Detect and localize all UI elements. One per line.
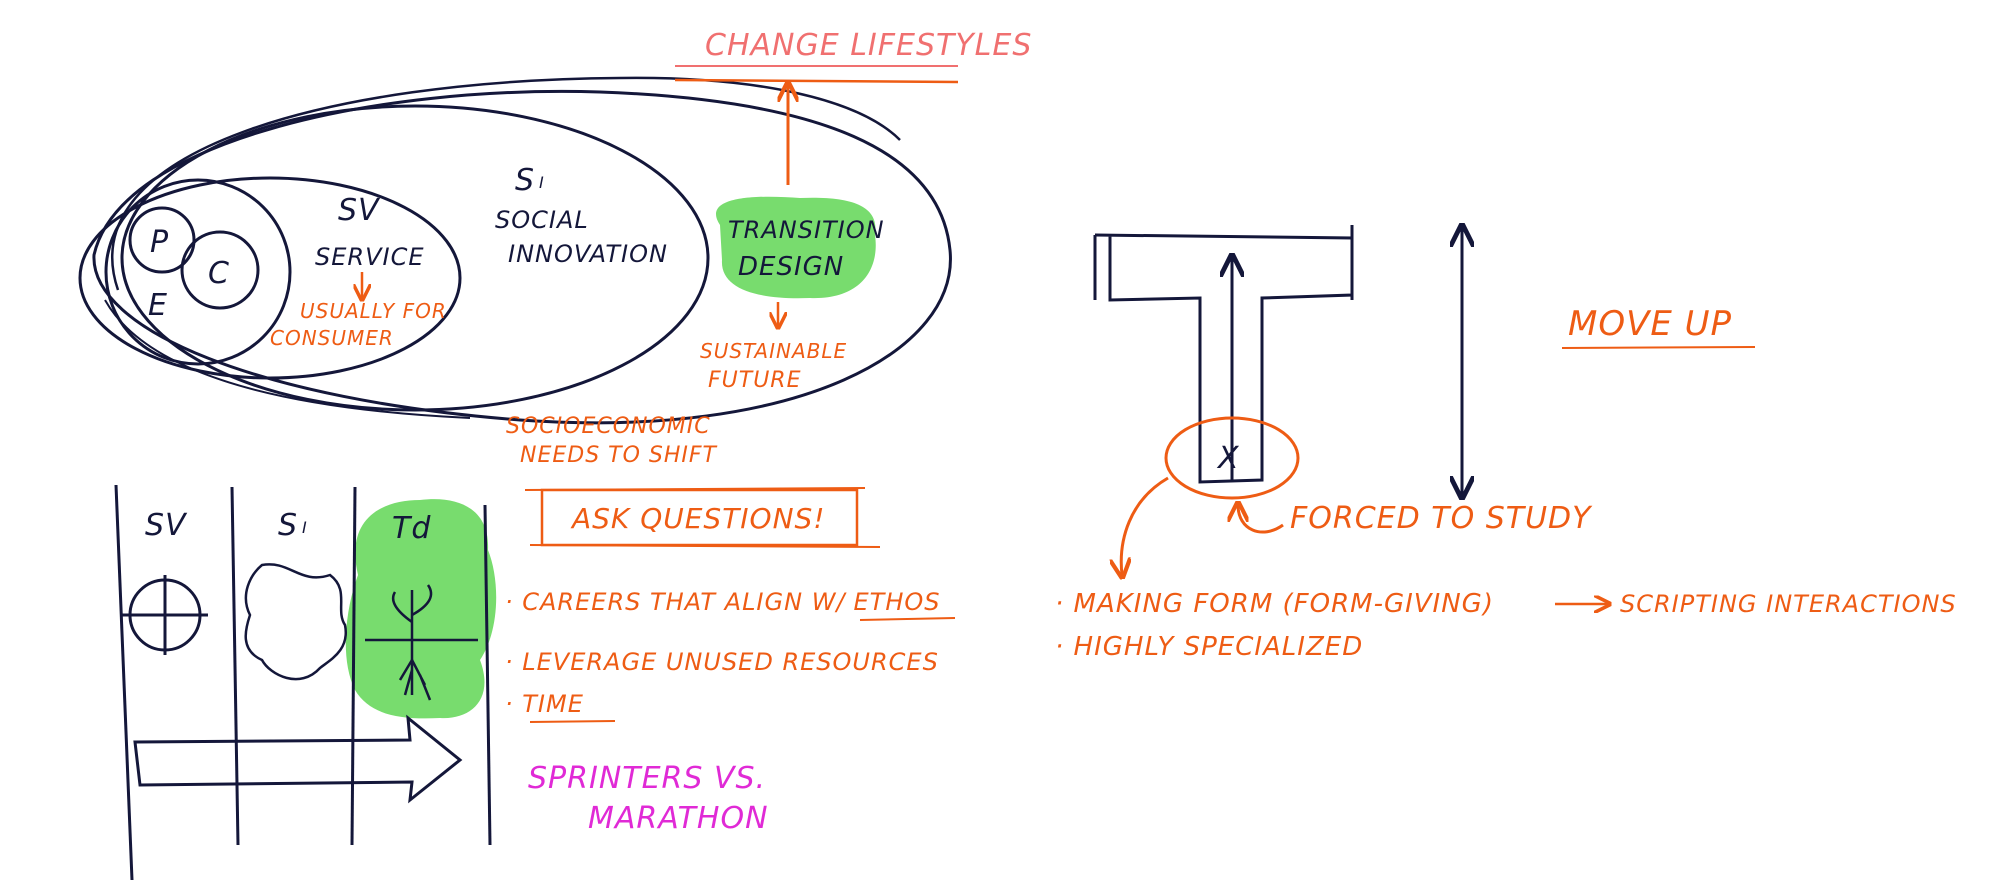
time-underline bbox=[530, 721, 615, 722]
socioeconomic-label: SOCIOECONOMIC bbox=[506, 414, 711, 439]
sprinters-label: SPRINTERS VS. bbox=[528, 761, 766, 796]
forced-to-study-label: FORCED TO STUDY bbox=[1290, 501, 1593, 536]
table-col-line-3 bbox=[352, 487, 355, 845]
making-form-label: · MAKING FORM (FORM-GIVING) bbox=[1055, 589, 1494, 619]
table-col-line-2 bbox=[232, 487, 238, 845]
needs-to-shift-label: NEEDS TO SHIFT bbox=[520, 443, 718, 468]
c-letter: C bbox=[208, 256, 230, 291]
usually-for-label: USUALLY FOR bbox=[300, 299, 447, 323]
design-label: DESIGN bbox=[738, 252, 844, 282]
col-td-header: Td bbox=[392, 511, 431, 546]
right-labels: X FORCED TO STUDY MOVE UP · MAKING FORM … bbox=[1055, 304, 1957, 662]
sustainable-label: SUSTAINABLE bbox=[700, 339, 847, 363]
sv-label: SV bbox=[338, 193, 381, 228]
ask-questions-label: ASK QUESTIONS! bbox=[570, 502, 826, 535]
organic-blob-icon bbox=[246, 564, 346, 679]
change-lifestyles-label: CHANGE LIFESTYLES bbox=[705, 28, 1032, 63]
service-label: SERVICE bbox=[315, 243, 425, 271]
bullet-careers: · CAREERS THAT ALIGN W/ETHOS bbox=[505, 588, 941, 616]
bullet-time: · TIME bbox=[505, 690, 584, 718]
pce-circle bbox=[106, 180, 290, 364]
future-label: FUTURE bbox=[708, 368, 801, 393]
social-label: SOCIAL bbox=[495, 206, 589, 234]
consumer-label: CONSUMER bbox=[270, 326, 394, 350]
highly-specialized-label: · HIGHLY SPECIALIZED bbox=[1055, 632, 1363, 662]
e-letter: E bbox=[148, 288, 168, 323]
marathon-label: MARATHON bbox=[588, 801, 769, 836]
p-letter: P bbox=[150, 225, 169, 260]
col-sv-header: SV bbox=[145, 508, 188, 543]
ethos-underline bbox=[860, 618, 955, 620]
transition-label: TRANSITION bbox=[728, 216, 885, 244]
timeline-arrow bbox=[135, 718, 460, 800]
move-up-label: MOVE UP bbox=[1568, 304, 1732, 344]
move-up-underline bbox=[1562, 347, 1755, 348]
top-labels: CHANGE LIFESTYLES P C E SV SERVICE USUAL… bbox=[148, 28, 1032, 468]
table-col-line-1 bbox=[116, 485, 132, 880]
scripting-label: SCRIPTING INTERACTIONS bbox=[1620, 590, 1957, 618]
t-shaped-diagram bbox=[1095, 225, 1462, 495]
x-mark: X bbox=[1216, 441, 1240, 476]
innovation-label: INNOVATION bbox=[508, 240, 668, 268]
notes-section: ASK QUESTIONS! · CAREERS THAT ALIGN W/ET… bbox=[505, 488, 955, 836]
curve-arrow-from-forced bbox=[1238, 505, 1283, 532]
bullet-leverage: · LEVERAGE UNUSED RESOURCES bbox=[505, 648, 939, 676]
curve-arrow-down-left bbox=[1121, 478, 1168, 575]
transition-design-highlight bbox=[716, 197, 876, 299]
